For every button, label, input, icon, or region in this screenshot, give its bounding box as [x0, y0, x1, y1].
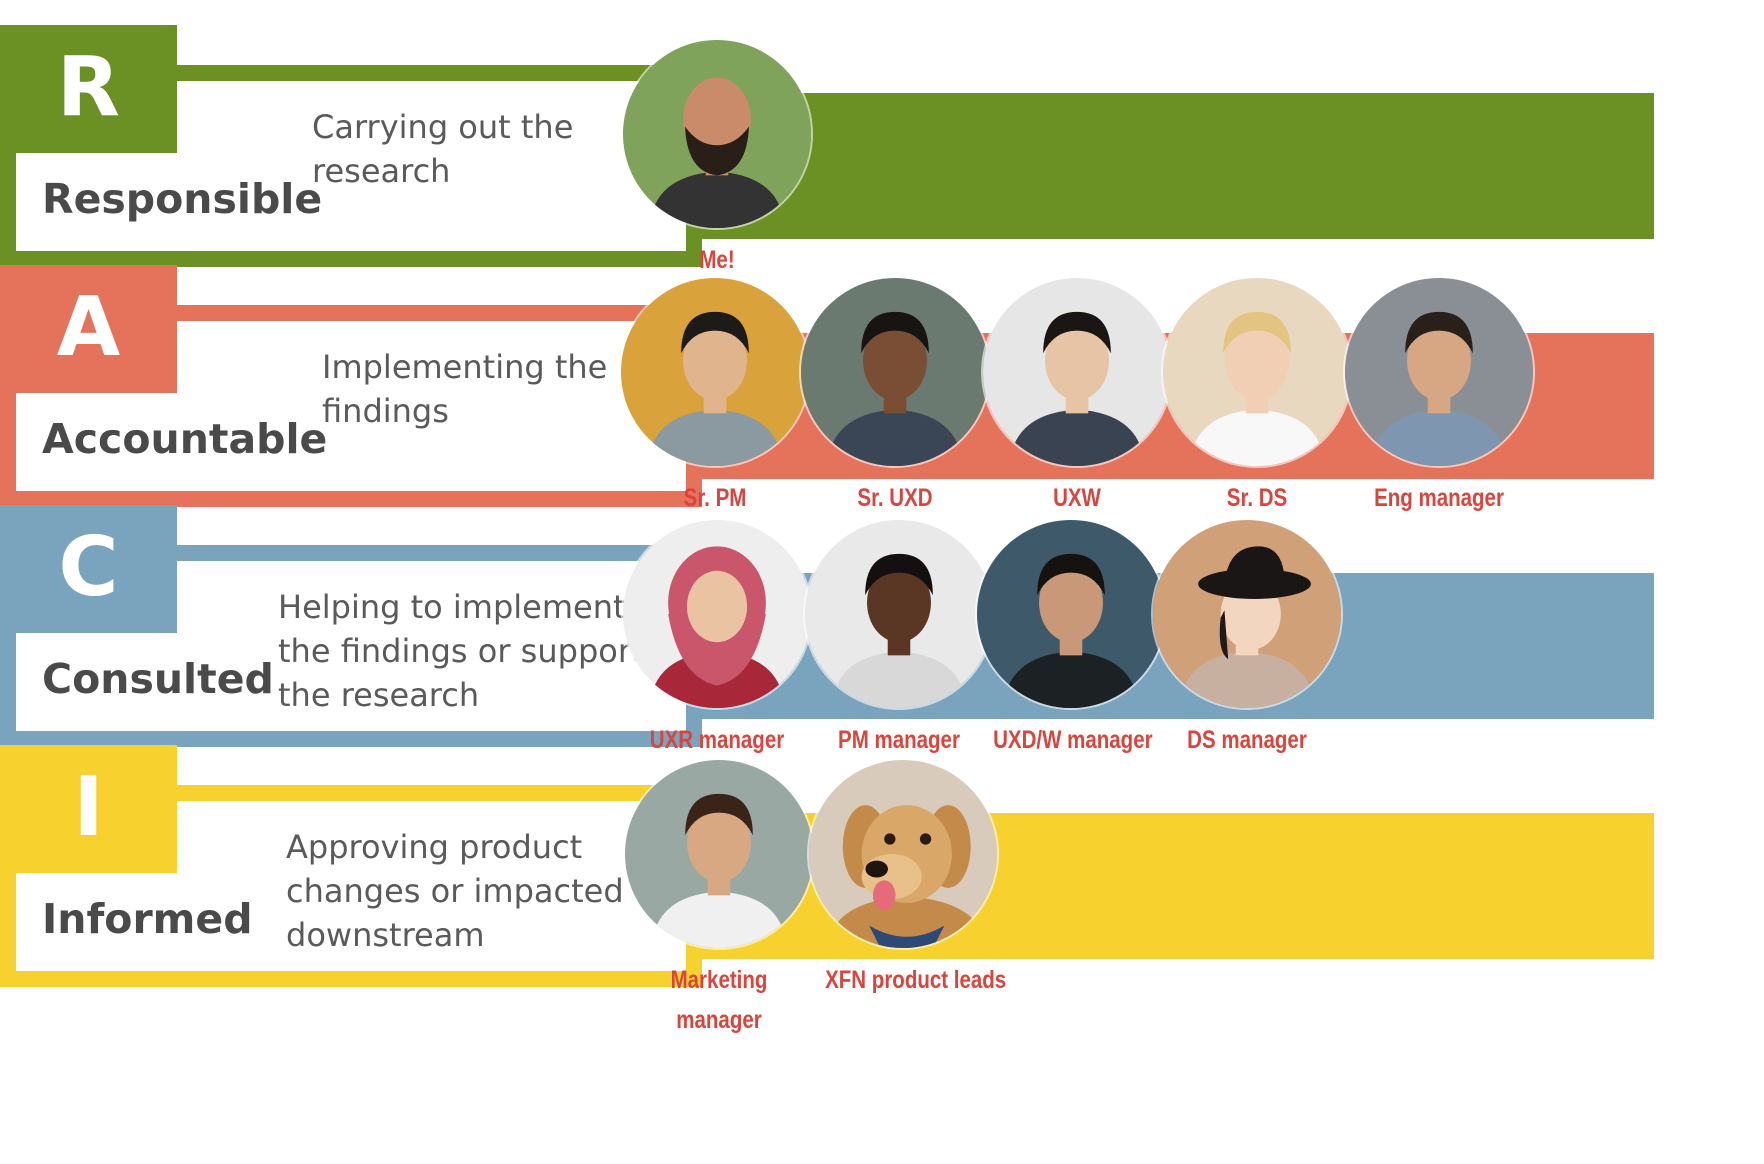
role-description: Helping to implement the findings or sup… [278, 588, 644, 714]
avatar [621, 278, 809, 466]
person-bald-beard-icon [623, 40, 811, 228]
avatar [977, 520, 1165, 708]
role-frame-top [194, 785, 702, 801]
person-role-label: Marketing manager [670, 966, 768, 1034]
person-role-label: Eng manager [1374, 484, 1504, 512]
person-role-label: Sr. PM [683, 484, 747, 512]
person-hat-icon [1153, 520, 1341, 708]
person-card: XFN product leads [808, 760, 1007, 1000]
person-card: Sr. UXD [800, 278, 990, 518]
person-role-label: UXR manager [649, 726, 785, 754]
avatar [1345, 278, 1533, 466]
avatar [805, 520, 993, 708]
role-frame-top [194, 305, 702, 321]
avatar [625, 760, 813, 948]
role-frame-inner-upper [177, 81, 686, 251]
person-card: Marketing manager [624, 760, 814, 1040]
role-name: Responsible [42, 175, 323, 223]
role-frame-inner-upper [177, 801, 686, 971]
role-letter: I [0, 745, 177, 871]
person-role-label: UXW [1053, 484, 1101, 512]
person-role-label: DS manager [1187, 726, 1307, 754]
role-frame-inner-upper [177, 321, 686, 491]
person-icon [625, 760, 813, 948]
person-icon [977, 520, 1165, 708]
person-card: Sr. DS [1162, 278, 1352, 518]
person-role-label: Sr. UXD [857, 484, 933, 512]
person-role-label: Me! [699, 246, 735, 274]
person-card: UXD/W manager [976, 520, 1166, 760]
color-band [700, 93, 1654, 239]
person-card: PM manager [804, 520, 994, 760]
person-hijab-icon [623, 520, 811, 708]
raci-row-informed: I Informed Approving product changes or … [0, 745, 1764, 1034]
role-letter: C [0, 505, 177, 631]
person-card: UXR manager [622, 520, 812, 760]
role-letter: A [0, 265, 177, 391]
raci-row-consulted: C Consulted Helping to implement the fin… [0, 505, 1764, 754]
person-icon [1345, 278, 1533, 466]
person-card: Eng manager [1344, 278, 1534, 518]
person-card: Me! [622, 40, 812, 280]
person-card: UXW [982, 278, 1172, 518]
person-icon [801, 278, 989, 466]
avatar [801, 278, 989, 466]
avatar [1163, 278, 1351, 466]
raci-row-accountable: A Accountable Implementing the findings … [0, 265, 1764, 512]
raci-row-responsible: R Responsible Carrying out the research … [0, 25, 1764, 274]
person-role-label: Sr. DS [1226, 484, 1288, 512]
person-card: Sr. PM [620, 278, 810, 518]
avatar [623, 520, 811, 708]
person-icon [983, 278, 1171, 466]
person-role-label: PM manager [838, 726, 960, 754]
person-role-label: XFN product leads [825, 966, 1007, 994]
person-icon [621, 278, 809, 466]
avatar [809, 760, 997, 948]
role-letter: R [0, 25, 177, 151]
person-icon [1163, 278, 1351, 466]
person-icon [805, 520, 993, 708]
role-frame-inner-upper [177, 561, 686, 731]
role-description: Carrying out the research [312, 108, 574, 190]
person-card: DS manager [1152, 520, 1342, 760]
role-frame-top [194, 65, 702, 81]
role-name: Accountable [42, 415, 328, 463]
avatar [1153, 520, 1341, 708]
avatar [623, 40, 811, 228]
role-name: Consulted [42, 655, 274, 703]
role-name: Informed [42, 895, 253, 943]
role-description: Implementing the findings [322, 348, 608, 430]
dog-icon [809, 760, 997, 948]
avatar [983, 278, 1171, 466]
role-frame-top [194, 545, 702, 561]
person-role-label: UXD/W manager [993, 726, 1153, 754]
role-description: Approving product changes or impacted do… [286, 828, 624, 954]
